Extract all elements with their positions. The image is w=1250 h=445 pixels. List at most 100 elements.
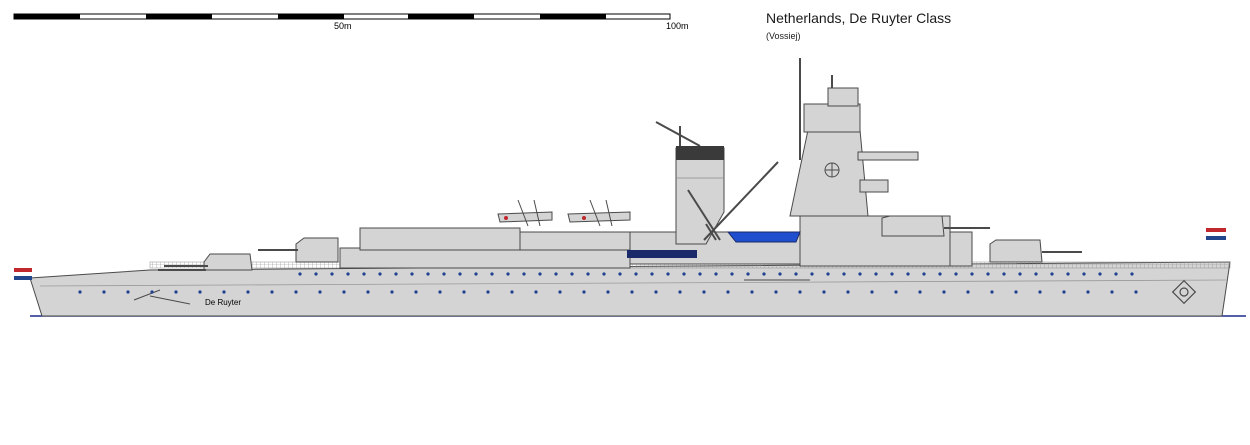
porthole <box>1002 272 1006 276</box>
porthole <box>762 272 766 276</box>
porthole <box>174 290 178 294</box>
porthole <box>298 272 302 276</box>
bow-jack-flag <box>1206 228 1226 240</box>
porthole <box>534 290 538 294</box>
crane <box>687 161 779 241</box>
porthole <box>314 272 318 276</box>
porthole <box>822 290 826 294</box>
porthole <box>966 290 970 294</box>
porthole <box>606 290 610 294</box>
porthole <box>442 272 446 276</box>
hull <box>29 261 1231 317</box>
porthole <box>554 272 558 276</box>
porthole <box>666 272 670 276</box>
porthole <box>846 290 850 294</box>
porthole <box>390 290 394 294</box>
porthole <box>126 290 130 294</box>
porthole <box>1082 272 1086 276</box>
bridge-tower <box>789 87 919 217</box>
porthole <box>906 272 910 276</box>
porthole <box>570 272 574 276</box>
porthole <box>954 272 958 276</box>
porthole <box>842 272 846 276</box>
porthole <box>1110 290 1114 294</box>
hull-name-label: De Ruyter <box>205 298 242 307</box>
porthole <box>858 272 862 276</box>
superstructure <box>339 215 973 269</box>
porthole <box>414 290 418 294</box>
bow-crest <box>1171 279 1197 305</box>
porthole <box>366 290 370 294</box>
artist-credit: (Vossiej) <box>766 31 801 41</box>
porthole <box>1130 272 1134 276</box>
porthole <box>346 272 350 276</box>
porthole <box>682 272 686 276</box>
porthole <box>698 272 702 276</box>
porthole <box>1062 290 1066 294</box>
porthole <box>634 272 638 276</box>
porthole <box>730 272 734 276</box>
porthole <box>778 272 782 276</box>
porthole <box>538 272 542 276</box>
scale-label-100m: 100m <box>666 21 689 31</box>
porthole <box>702 290 706 294</box>
porthole <box>918 290 922 294</box>
porthole <box>222 290 226 294</box>
porthole <box>990 290 994 294</box>
porthole <box>510 290 514 294</box>
porthole <box>522 272 526 276</box>
porthole <box>1098 272 1102 276</box>
drawing-title: Netherlands, De Ruyter Class <box>766 10 952 26</box>
porthole <box>394 272 398 276</box>
porthole <box>630 290 634 294</box>
porthole <box>490 272 494 276</box>
porthole <box>1114 272 1118 276</box>
porthole <box>582 290 586 294</box>
porthole <box>894 290 898 294</box>
porthole <box>342 290 346 294</box>
porthole <box>678 290 682 294</box>
porthole <box>294 290 298 294</box>
porthole <box>750 290 754 294</box>
porthole <box>558 290 562 294</box>
funnel <box>675 146 725 245</box>
porthole <box>874 272 878 276</box>
porthole <box>486 290 490 294</box>
porthole <box>270 290 274 294</box>
porthole <box>922 272 926 276</box>
porthole <box>826 272 830 276</box>
porthole <box>1034 272 1038 276</box>
porthole <box>1050 272 1054 276</box>
porthole <box>102 290 106 294</box>
scale-label-50m: 50m <box>334 21 352 31</box>
porthole <box>330 272 334 276</box>
stern-flag <box>14 268 32 280</box>
porthole <box>618 272 622 276</box>
porthole <box>810 272 814 276</box>
porthole <box>586 272 590 276</box>
porthole <box>198 290 202 294</box>
porthole <box>942 290 946 294</box>
porthole <box>774 290 778 294</box>
porthole <box>150 290 154 294</box>
porthole <box>438 290 442 294</box>
porthole <box>474 272 478 276</box>
ships-boat <box>726 231 801 243</box>
porthole <box>246 290 250 294</box>
porthole <box>938 272 942 276</box>
porthole <box>426 272 430 276</box>
porthole <box>654 290 658 294</box>
porthole <box>1086 290 1090 294</box>
porthole <box>890 272 894 276</box>
porthole <box>462 290 466 294</box>
porthole <box>458 272 462 276</box>
porthole <box>378 272 382 276</box>
porthole <box>1134 290 1138 294</box>
porthole <box>506 272 510 276</box>
porthole <box>1066 272 1070 276</box>
porthole <box>362 272 366 276</box>
porthole <box>650 272 654 276</box>
porthole <box>714 272 718 276</box>
